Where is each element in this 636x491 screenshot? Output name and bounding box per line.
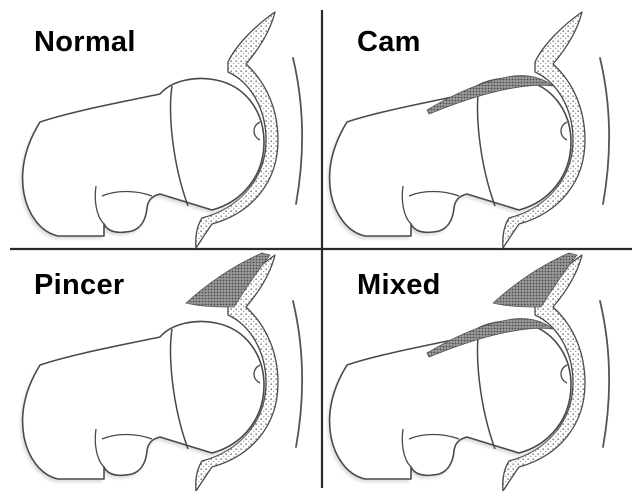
- label-pincer: Pincer: [34, 271, 124, 300]
- label-cam: Cam: [357, 28, 421, 57]
- label-normal: Normal: [34, 28, 136, 57]
- label-mixed: Mixed: [357, 271, 441, 300]
